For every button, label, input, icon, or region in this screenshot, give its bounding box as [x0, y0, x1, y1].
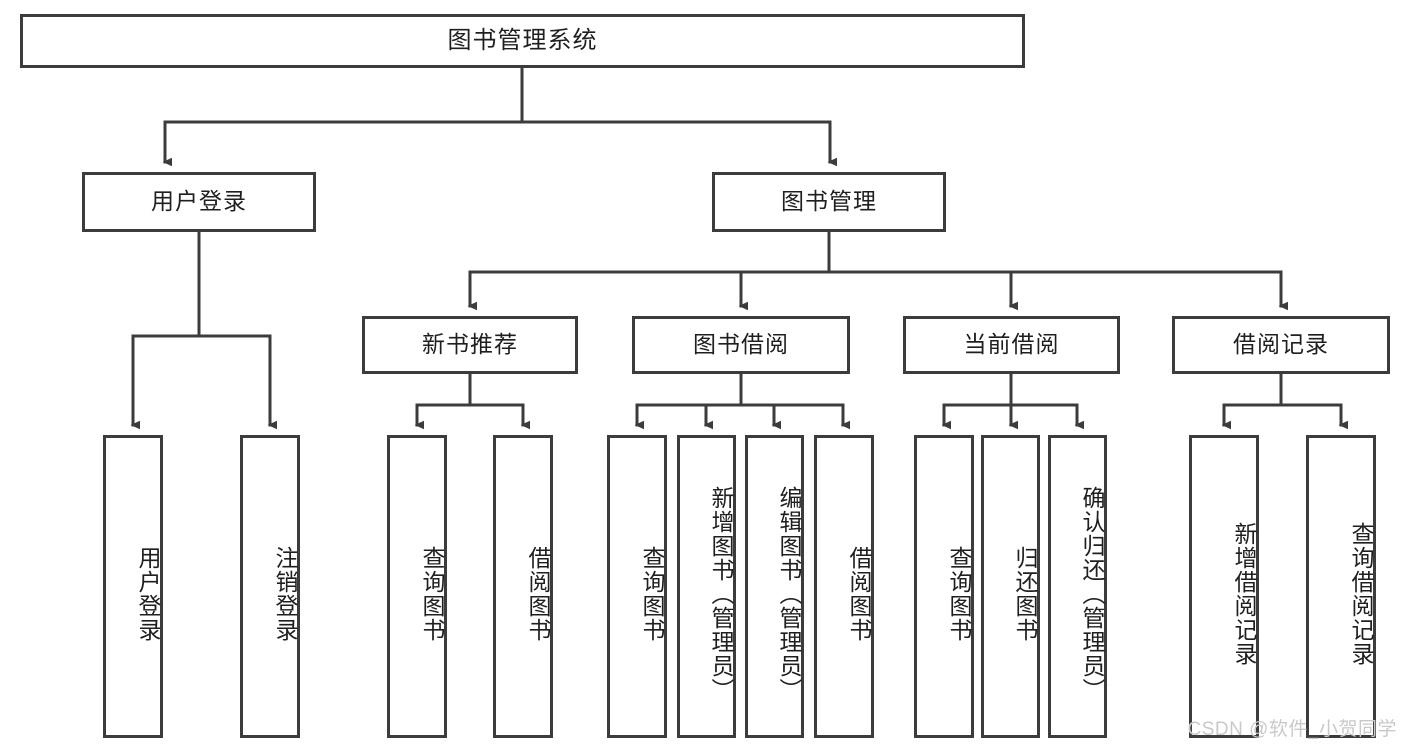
leaf-add-record[interactable]: 新增借阅记录 [1189, 435, 1259, 738]
leaf-confirm-return[interactable]: 确认归还（管理员） [1048, 435, 1107, 738]
node-label: 查询图书 [419, 545, 445, 642]
node-label: 借阅图书 [846, 545, 872, 642]
node-label: 借阅记录 [1233, 331, 1329, 358]
node-label: 确认归还（管理员） [1079, 485, 1105, 702]
node-label: 查询图书 [639, 545, 665, 642]
node-label: 用户登录 [151, 188, 247, 215]
node-label: 编辑图书（管理员） [776, 485, 802, 702]
node-label: 图书借阅 [693, 331, 789, 358]
node-label: 归还图书 [1012, 545, 1038, 642]
node-current-borrow[interactable]: 当前借阅 [903, 316, 1120, 374]
csdn-watermark: CSDN @软件_小贺同学 [1187, 719, 1397, 740]
leaf-query-book-2[interactable]: 查询图书 [607, 435, 667, 738]
node-book-borrow[interactable]: 图书借阅 [632, 316, 850, 374]
leaf-logout-login[interactable]: 注销登录 [240, 435, 300, 738]
node-label: 查询图书 [946, 545, 972, 642]
node-label: 注销登录 [272, 545, 298, 642]
node-label: 图书管理系统 [447, 26, 598, 54]
node-label: 图书管理 [781, 188, 877, 215]
leaf-query-book-1[interactable]: 查询图书 [387, 435, 447, 738]
leaf-query-record[interactable]: 查询借阅记录 [1306, 435, 1376, 738]
leaf-query-book-3[interactable]: 查询图书 [914, 435, 974, 738]
node-user-login[interactable]: 用户登录 [82, 172, 316, 232]
leaf-return-book[interactable]: 归还图书 [981, 435, 1040, 738]
node-book-management[interactable]: 图书管理 [712, 172, 946, 232]
leaf-borrow-book-2[interactable]: 借阅图书 [814, 435, 874, 738]
leaf-user-login[interactable]: 用户登录 [103, 435, 163, 738]
node-label: 新书推荐 [422, 331, 518, 358]
node-label: 用户登录 [135, 545, 161, 642]
node-book-management-system[interactable]: 图书管理系统 [20, 14, 1025, 68]
leaf-edit-book[interactable]: 编辑图书（管理员） [745, 435, 804, 738]
node-label: 查询借阅记录 [1348, 521, 1374, 666]
node-new-book-recommend[interactable]: 新书推荐 [362, 316, 578, 374]
node-borrow-record[interactable]: 借阅记录 [1172, 316, 1390, 374]
leaf-add-book[interactable]: 新增图书（管理员） [677, 435, 736, 738]
node-label: 借阅图书 [525, 545, 551, 642]
node-label: 新增借阅记录 [1231, 521, 1257, 666]
node-label: 新增图书（管理员） [708, 485, 734, 702]
leaf-borrow-book-1[interactable]: 借阅图书 [493, 435, 553, 738]
node-label: 当前借阅 [963, 331, 1060, 358]
